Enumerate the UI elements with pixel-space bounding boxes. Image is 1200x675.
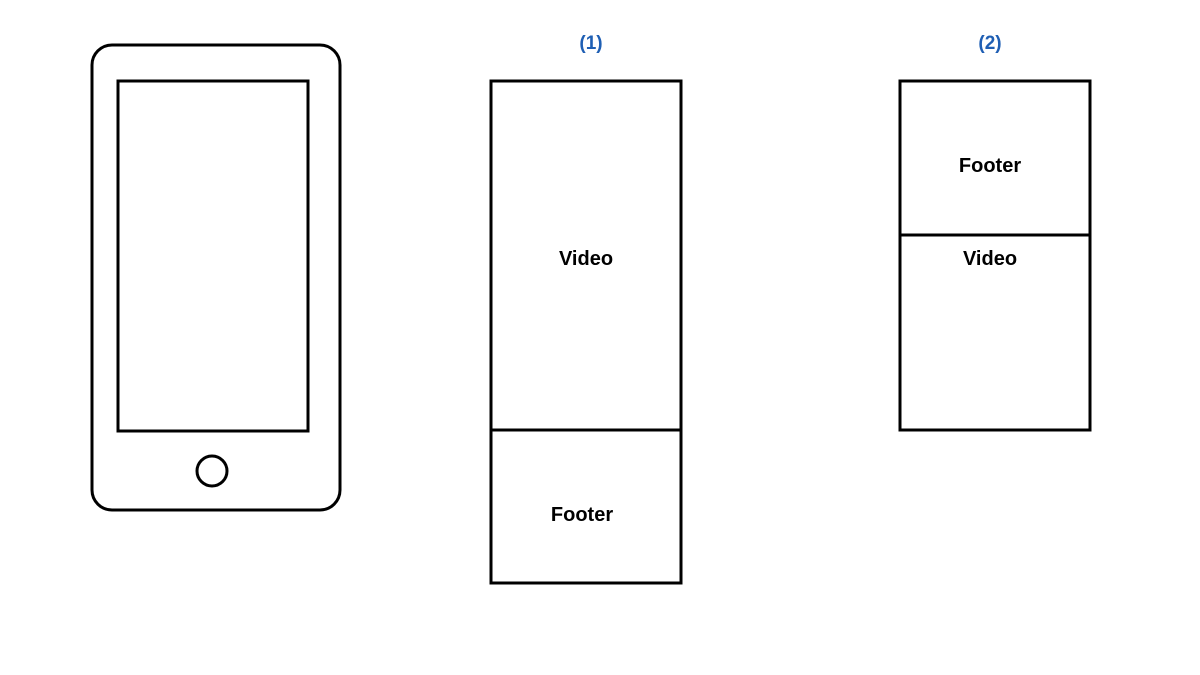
layout-1-heading: (1) — [579, 33, 602, 54]
layout-2-heading: (2) — [978, 33, 1001, 54]
layout-2-top-section-label: Footer — [959, 155, 1021, 177]
layout-1-bottom-section-label: Footer — [551, 504, 613, 526]
phone-body — [90, 43, 342, 512]
layout-2-bottom-section-label: Video — [963, 248, 1017, 270]
phone-screen — [116, 79, 310, 433]
smartphone-icon — [90, 43, 342, 512]
layout-option-2: (2) Footer Video — [898, 33, 1092, 432]
layout-option-1: (1) Video Footer — [489, 33, 683, 585]
layout-1-frame — [489, 79, 683, 585]
layout-1-top-section-label: Video — [559, 248, 613, 270]
layout-2-frame — [898, 79, 1092, 432]
home-button-icon — [195, 454, 229, 488]
